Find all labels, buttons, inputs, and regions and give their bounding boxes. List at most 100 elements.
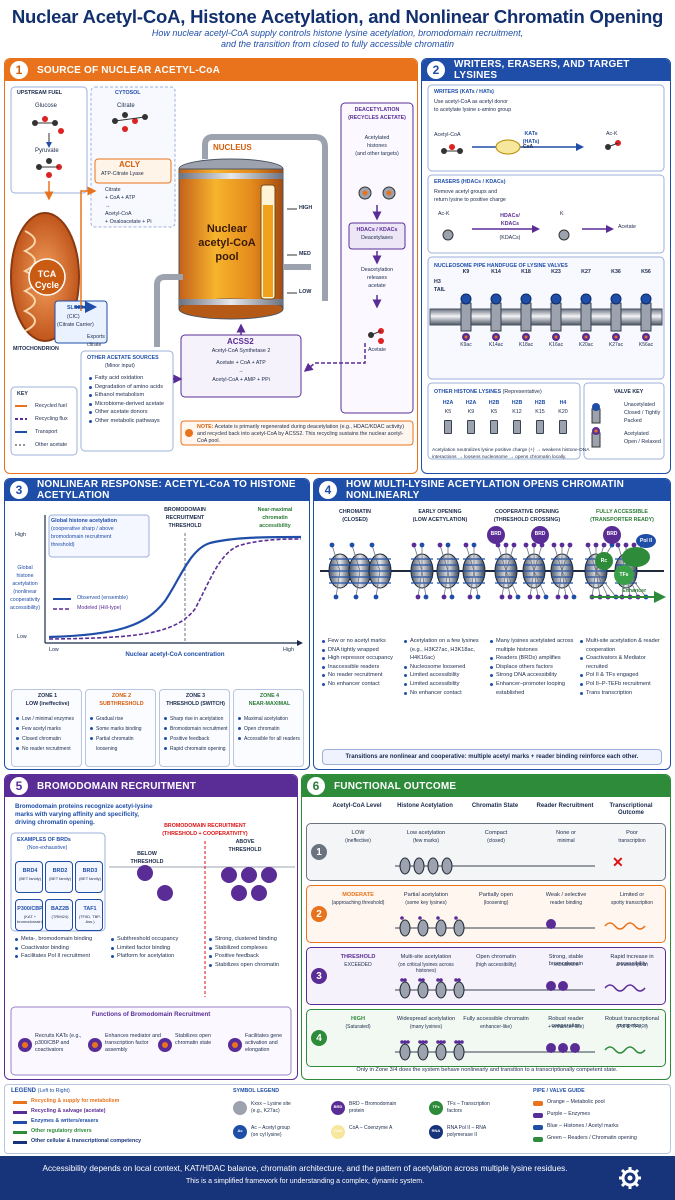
zone-item: Sharp rise in acetylation [164,714,229,724]
stage-1-item: No enhancer contact [322,680,398,689]
legend-swatch [13,1131,27,1134]
cell-lvl2: (approaching threshold) [331,900,385,906]
pipe-swatch [533,1101,543,1106]
modeled-label: Modeled (Hill-type) [77,605,122,611]
zone-item: No reader recruitment [16,744,81,754]
p5-desc-3: driving chromatin opening. [15,819,95,826]
examples-title: EXAMPLES OF BRDs [17,837,71,843]
other-source-item: Degradation of amino acids [89,383,164,392]
acss2-label: ACSS2 [227,337,254,346]
above-2: THRESHOLD [228,847,262,853]
pipe-guide-item: Blue – Histones / Acetyl marks [547,1123,619,1129]
other-sources-title: OTHER ACETATE SOURCES [87,355,159,361]
legend-swatch [13,1111,27,1114]
stage-3-item: Displace others factors [490,663,574,672]
acetyl-lysine-label: K27ac [608,342,624,348]
nucleosome-icon [348,542,372,600]
legend-item: Other cellular & transcriptional compete… [31,1138,142,1144]
cell-lvl2: (ineffective) [345,838,371,844]
tca-label-1: TCA [37,269,57,279]
stage-1-item: DNA tightly wrapped [322,646,398,655]
p4-footnote: Transitions are nonlinear and cooperativ… [322,749,662,765]
symbol-icon [331,1101,345,1115]
cytosol-label: CYTOSOL [115,90,141,96]
acly-eq-3: → [105,203,111,209]
tank-label-3: pool [215,251,239,263]
gear-icon [619,1167,641,1189]
tank-label-2: acetyl-CoA [198,237,256,249]
nucleosome-icon [462,542,486,600]
legend-sub: (Left to Right) [37,1088,70,1094]
stage-1b: (CLOSED) [342,517,368,523]
function-icon [158,1038,172,1052]
valve-key-1a: Unacetylated [624,402,655,408]
column-header: Reader Recruitment [536,803,594,809]
lysine-valve-icon [513,420,521,434]
lysine-valve-icon [536,420,544,434]
cell-rd2: + enhancer-like) [548,1024,584,1030]
stage-2a: EARLY OPENING [418,509,462,515]
threshold-2: RECRUITMENT [165,515,205,521]
brd-list-item: Stabilized complexes [209,944,295,953]
symbol-icon-label: RNA [431,1128,441,1133]
brd-name: BRD3 [82,868,98,874]
other-source-item: Fatty acid oxidation [89,374,164,383]
cell-chr2: enhancer-like) [480,1024,512,1030]
cell-chr: Compact [484,830,508,836]
x-label: Nuclear acetyl-CoA concentration [125,651,225,658]
cell-rd: None or [556,830,576,836]
pyruvate-molecule-icon [36,158,62,178]
page-title: Nuclear Acetyl-CoA, Histone Acetylation,… [11,6,664,27]
function-icon [18,1038,32,1052]
brd-above-threshold-icons [221,867,277,901]
key-item: Recycling flux [35,416,68,422]
header: Nuclear Acetyl-CoA, Histone Acetylation,… [0,0,675,58]
other-source-item: Ethanol metabolism [89,391,164,400]
cell-lvl: MODERATE [342,892,374,898]
nucleosome-icon [550,542,577,600]
hdac-label: HDACs / KDACs [356,227,398,233]
other-lysine-label: K5 [444,409,452,415]
deac-2: histones [367,143,387,149]
pipe-guide-title: PIPE / VALVE GUIDE [533,1088,585,1094]
brd-list-item: Platform for acetylation [111,952,205,961]
acly-eq-4: Acetyl-CoA [105,211,132,217]
column-header: Transcriptional Outcome [609,803,653,817]
nucleosome-icon [436,542,460,600]
stage-3-item: Readers (BRDs) amplifies [490,654,574,663]
symbol-text-sub: polymerase II [447,1132,478,1138]
observed-label: Observed (ensemble) [77,595,128,601]
cell-out: Poor [626,830,638,836]
symbol-icon [233,1101,247,1115]
cell-rd2: minimal [557,838,575,844]
row-number: 2 [311,906,327,922]
stage-4-list: Multi-site acetylation & reader cooperat… [580,637,668,697]
deac-title-2: (RECYCLES ACETATE) [348,115,406,121]
zone-item: Some marks binding [90,724,155,734]
zone-item: Bromodomain recruitment [164,724,229,734]
writers-erasers-diagram [427,84,665,460]
symbol-icon-label: TFs [432,1104,440,1109]
cell-chr2: (loosening) [483,900,509,906]
nucleosome-icon [368,542,392,600]
row-number: 3 [311,968,327,984]
acly-eq-1: Citrate [105,187,121,193]
cell-lvl: HIGH [351,1016,365,1022]
row-number: 4 [311,1030,327,1046]
cell-chr2: (closed) [487,838,505,844]
brd-name: BAZ2B [51,906,69,912]
stage-1-item: Few or no acetyl marks [322,637,398,646]
zone-item: Few acetyl marks [16,724,81,734]
brd-name: TAF1 [83,906,97,912]
brd-family: (BET family) [49,876,71,881]
acetate-label: Acetate [368,347,386,353]
near-max-1: Near-maximal [257,507,293,513]
cell-hist: Multi-site acetylation [400,954,452,960]
mini-chromatin-icon [395,1040,595,1061]
brd-example-card: BAZ2B(TRIM24) [45,899,73,931]
hdac-sub: Deacetylases [361,235,393,241]
citrate-molecule-icon [112,112,148,132]
